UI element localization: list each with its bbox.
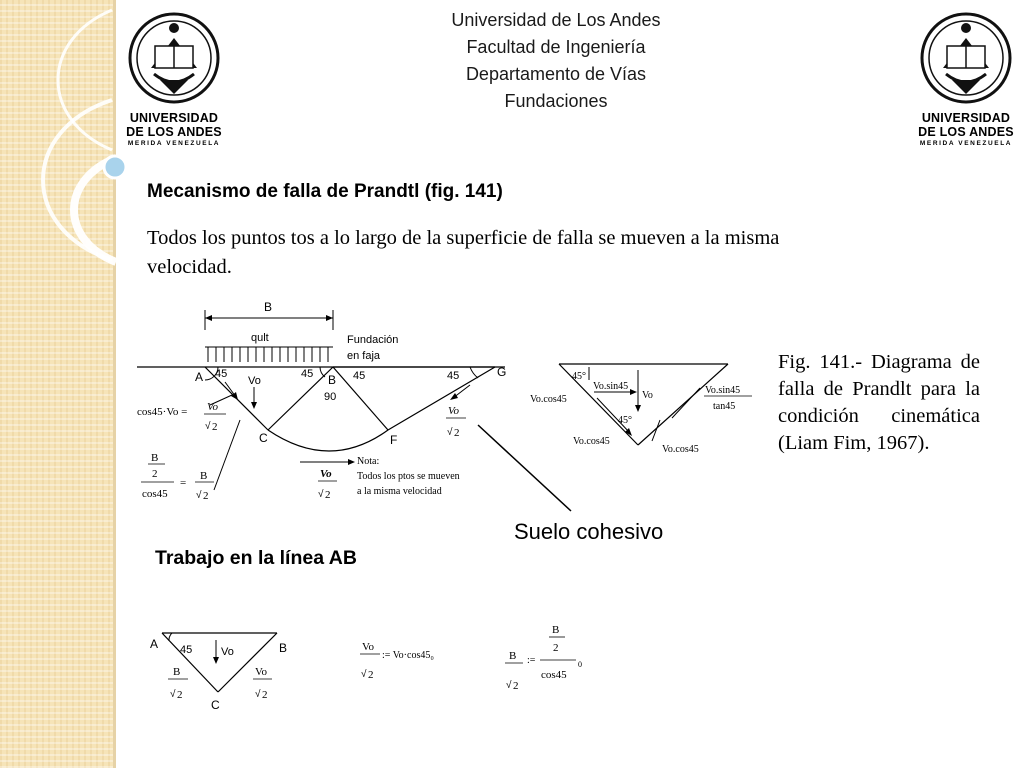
bottom-frac-b: B [173, 666, 180, 678]
velocity-diagram: 45° Vo.sin45 Vo 45° Vo.cos45 Vo.cos45 Vo… [530, 363, 752, 455]
vo-sin45-label: Vo.sin45 [593, 381, 628, 392]
sqrt2-b: 2 [203, 490, 209, 502]
eq2-sqrt2: 2 [513, 680, 519, 692]
fundacion-label: Fundación [347, 334, 398, 346]
point-a: A [195, 370, 203, 384]
width-label: B [264, 300, 272, 314]
logo-text-line1: UNIVERSIDAD [129, 111, 219, 125]
vo-right-num: Vo [448, 405, 460, 417]
vo-frac-num: Vo [320, 468, 332, 480]
angle-45-top: 45° [572, 371, 586, 382]
angle-45-g: 45 [447, 370, 459, 382]
eq2-two: 2 [553, 642, 559, 654]
sqrt-icon: √ [506, 679, 512, 691]
sqrt-icon: √ [205, 420, 211, 432]
slide-header: Universidad de Los Andes Facultad de Ing… [370, 7, 742, 115]
header-department: Departamento de Vías [465, 64, 647, 84]
equals-sign: = [180, 477, 186, 489]
point-c: C [259, 431, 268, 445]
bottom-point-a: A [150, 637, 158, 651]
point-g: G [497, 365, 506, 379]
point-f: F [390, 433, 397, 447]
side-band-edge [113, 0, 116, 768]
vo-over-sqrt2-num: Vo [207, 401, 219, 413]
angle-45-a: 45 [215, 368, 227, 380]
sqrt2-d: 2 [454, 427, 460, 439]
slide-body-text: Todos los puntos tos a lo largo de la su… [147, 227, 780, 278]
nota-line3: a la misma velocidad [357, 486, 442, 497]
vo-cos45-right: Vo.cos45 [662, 444, 699, 455]
eq2-b: B [509, 650, 516, 662]
sqrt-icon: √ [318, 488, 324, 500]
work-line-ab-diagram: A 45 Vo B C B √ 2 Vo √ 2 Vo √ 2 := Vo·co… [150, 624, 582, 712]
vo-sin45-right: Vo.sin45 [705, 385, 740, 396]
angle-45-c: 45 [353, 370, 365, 382]
bottom-vo: Vo [221, 646, 234, 658]
header-faculty: Facultad de Ingeniería [466, 37, 646, 57]
sqrt-icon: √ [170, 688, 176, 700]
suelo-cohesivo-label: Suelo cohesivo [514, 519, 664, 544]
vo-label-velocity: Vo [642, 390, 653, 401]
suelo-pointer-line [477, 424, 572, 512]
bottom-point-c: C [211, 698, 220, 712]
logo-text-line3: MERIDA VENEZUELA [919, 140, 1013, 147]
side-decoration-band [0, 0, 113, 768]
frac-b2-num: B [200, 470, 207, 482]
logo-text-line2: DE LOS ANDES [918, 125, 1014, 139]
vo-label: Vo [248, 375, 261, 387]
decorative-arcs [41, 8, 128, 266]
eq1-rhs: := Vo·cos45₀ [382, 650, 434, 661]
nota-title: Nota: [357, 456, 379, 467]
university-seal-icon [128, 12, 220, 104]
eq2-cos45: cos45 [541, 669, 567, 681]
header-university: Universidad de Los Andes [451, 10, 661, 30]
frac-b-den: cos45 [142, 488, 168, 500]
bottom-sqrt2-a: 2 [177, 689, 183, 701]
sqrt-icon: √ [447, 426, 453, 438]
logo-text-line3: MERIDA VENEZUELA [127, 140, 221, 147]
university-seal-icon [920, 12, 1012, 104]
bottom-angle-45: 45 [180, 644, 192, 656]
eq2-subscript: 0 [578, 660, 582, 669]
faja-label: en faja [347, 350, 381, 362]
slide-title: Mecanismo de falla de Prandtl (fig. 141) [147, 181, 503, 202]
frac-b-num: B [151, 452, 158, 464]
nota-line2: Todos los ptos se mueven [357, 471, 460, 482]
tan45-label: tan45 [713, 401, 735, 412]
angle-90: 90 [324, 391, 336, 403]
eq2-b-top: B [552, 624, 559, 636]
point-b: B [328, 373, 336, 387]
bottom-point-b: B [279, 641, 287, 655]
vo-cos45-left: Vo.cos45 [530, 394, 567, 405]
qult-label: qult [251, 332, 269, 344]
sqrt-icon: √ [196, 489, 202, 501]
bottom-sqrt2-b: 2 [262, 689, 268, 701]
university-logo-right: UNIVERSIDAD DE LOS ANDES MERIDA VENEZUEL… [916, 8, 1016, 150]
eq2-assign: := [527, 655, 536, 666]
section-subtitle: Trabajo en la línea AB [155, 547, 357, 569]
sqrt-icon: √ [361, 668, 367, 680]
sqrt2-c: 2 [325, 489, 331, 501]
sqrt2-a: 2 [212, 421, 218, 433]
logo-text-line2: DE LOS ANDES [126, 125, 222, 139]
cos45-vo-label: cos45·Vo = [137, 406, 187, 418]
eq1-sqrt2: 2 [368, 669, 374, 681]
prandtl-failure-diagram: B qult Fundación en faja A 45 45 B 45 45… [137, 300, 506, 502]
eq1-vo: Vo [362, 641, 375, 653]
sqrt-icon: √ [255, 688, 261, 700]
header-course: Fundaciones [504, 91, 608, 111]
frac-b-mid: 2 [152, 468, 158, 480]
logo-text-line1: UNIVERSIDAD [921, 111, 1011, 125]
university-logo-left: UNIVERSIDAD DE LOS ANDES MERIDA VENEZUEL… [124, 8, 224, 150]
figure-caption: Fig. 141.- Diagrama de falla de Prandlt … [778, 351, 980, 454]
bottom-frac-vo: Vo [255, 666, 268, 678]
angle-45-bottom: 45° [618, 415, 632, 426]
decorative-dot-icon [102, 154, 128, 180]
angle-45-b: 45 [301, 368, 313, 380]
vo-cos45-mid: Vo.cos45 [573, 436, 610, 447]
